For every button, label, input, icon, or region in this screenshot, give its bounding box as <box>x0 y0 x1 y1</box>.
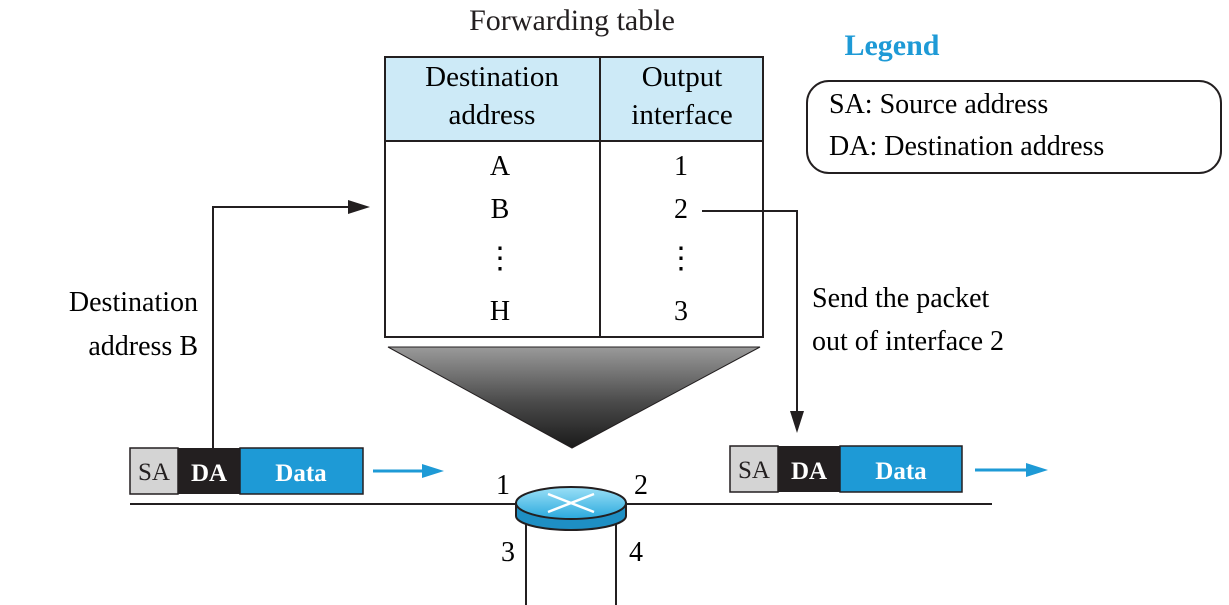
send-label-line2: out of interface 2 <box>812 326 1004 357</box>
destination-label-line2: address B <box>88 331 198 362</box>
header-destination-line1: Destination <box>425 61 559 93</box>
table-title: Forwarding table <box>469 4 675 37</box>
packet-data-label: Data <box>275 460 327 487</box>
packet-sa-label: SA <box>738 457 770 484</box>
row-iface-b: 2 <box>674 194 688 225</box>
table-border <box>384 56 764 338</box>
row-iface-ellipsis: ⋮ <box>666 242 696 275</box>
row-iface-h: 3 <box>674 296 688 327</box>
router-port-4-label: 4 <box>629 537 643 568</box>
incoming-packet: SA DA Data <box>129 447 364 495</box>
row-dest-a: A <box>490 151 511 182</box>
packet-sa-field <box>729 445 779 493</box>
outgoing-packet: SA DA Data <box>729 445 963 493</box>
forwarding-table: Destination address Output interface A 1… <box>384 56 764 338</box>
zoom-funnel <box>387 346 761 449</box>
lookup-arrow-head <box>348 200 370 214</box>
router-icon <box>515 486 627 531</box>
packet-data-field <box>239 447 364 495</box>
packet-da-label: DA <box>191 460 227 487</box>
row-dest-b: B <box>491 194 510 225</box>
packet-data-field <box>839 445 963 493</box>
header-output-line2: interface <box>631 99 732 131</box>
row-iface-a: 1 <box>674 151 688 182</box>
packet-data-label: Data <box>875 458 927 485</box>
legend-item-da: DA: Destination address <box>829 131 1104 162</box>
row-dest-h: H <box>490 296 510 327</box>
legend-item-sa: SA: Source address <box>829 89 1048 120</box>
packet-da-field <box>778 446 840 492</box>
incoming-direction-arrow-head <box>422 464 444 478</box>
send-arrow-line <box>702 210 798 415</box>
row-dest-ellipsis: ⋮ <box>485 242 515 275</box>
router-port-3-label: 3 <box>501 537 515 568</box>
header-destination-line2: address <box>449 99 536 131</box>
send-label-line1: Send the packet <box>812 283 989 314</box>
packet-da-label: DA <box>791 458 827 485</box>
legend-title: Legend <box>844 29 939 62</box>
table-header-bg <box>385 57 763 141</box>
outgoing-direction-arrow-head <box>1026 463 1048 477</box>
destination-label-line1: Destination <box>69 287 198 318</box>
packet-sa-label: SA <box>138 459 170 486</box>
packet-da-field <box>178 448 240 494</box>
lookup-arrow-line <box>212 206 350 448</box>
send-arrow-head <box>790 411 804 433</box>
legend-box <box>806 80 1222 174</box>
router-port-1-label: 1 <box>496 470 510 501</box>
router-port-2-label: 2 <box>634 470 648 501</box>
header-output-line1: Output <box>642 61 723 93</box>
